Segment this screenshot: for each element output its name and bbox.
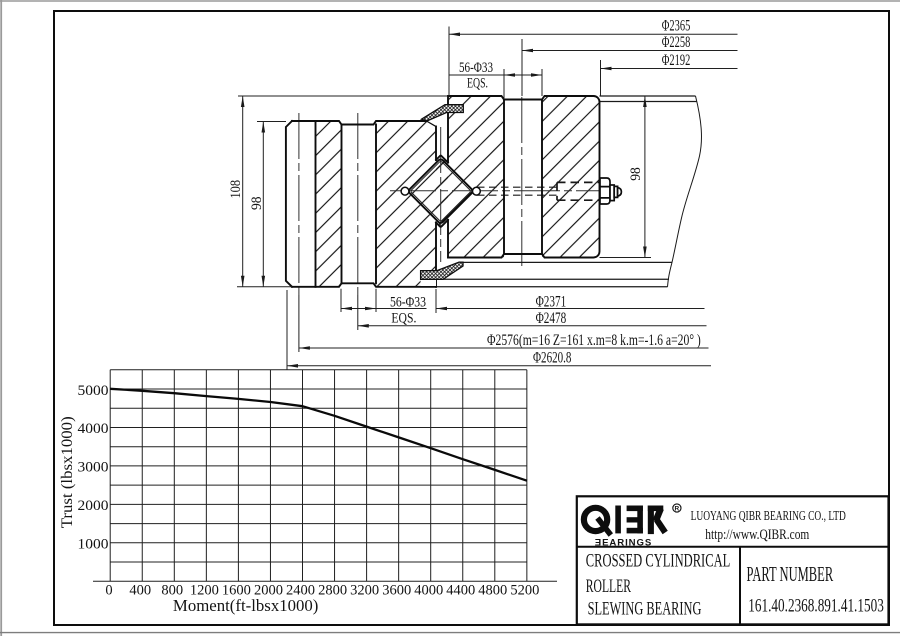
svg-text:Φ2620.8: Φ2620.8 bbox=[533, 350, 572, 367]
svg-text:PART NUMBER: PART NUMBER bbox=[747, 562, 834, 586]
svg-text:Φ2371: Φ2371 bbox=[536, 293, 567, 310]
svg-text:2400: 2400 bbox=[286, 583, 315, 599]
svg-text:3600: 3600 bbox=[382, 583, 411, 599]
svg-text:3200: 3200 bbox=[350, 583, 379, 599]
svg-text:108: 108 bbox=[228, 180, 244, 199]
svg-text:400: 400 bbox=[129, 583, 151, 599]
svg-text:R: R bbox=[675, 506, 680, 513]
svg-text:2000: 2000 bbox=[78, 498, 109, 514]
svg-text:2000: 2000 bbox=[254, 583, 283, 599]
svg-text:Φ2576(m=16 Z=161 x.m=8 k.m=-1.: Φ2576(m=16 Z=161 x.m=8 k.m=-1.6 a=20° ) bbox=[487, 332, 701, 349]
svg-text:Φ2192: Φ2192 bbox=[662, 52, 691, 69]
svg-text:1600: 1600 bbox=[222, 583, 251, 599]
svg-text:EQS.: EQS. bbox=[467, 76, 488, 92]
svg-text:56-Φ33: 56-Φ33 bbox=[390, 295, 426, 311]
svg-text:4000: 4000 bbox=[78, 421, 109, 437]
svg-text:ROLLER: ROLLER bbox=[586, 576, 631, 597]
svg-text:5200: 5200 bbox=[510, 583, 539, 599]
svg-text:5000: 5000 bbox=[78, 383, 109, 399]
svg-text:800: 800 bbox=[161, 583, 183, 599]
svg-text:161.40.2368.891.41.1503: 161.40.2368.891.41.1503 bbox=[748, 596, 884, 617]
svg-text:4000: 4000 bbox=[414, 583, 443, 599]
svg-text:3000: 3000 bbox=[78, 460, 109, 476]
svg-text:0: 0 bbox=[105, 583, 112, 599]
svg-text:Moment(ft-lbsx1000): Moment(ft-lbsx1000) bbox=[173, 596, 319, 615]
svg-text:EQS.: EQS. bbox=[391, 311, 416, 327]
svg-text:ƎEARINGS: ƎEARINGS bbox=[595, 537, 652, 548]
svg-text:1200: 1200 bbox=[190, 583, 219, 599]
svg-text:56-Φ33: 56-Φ33 bbox=[459, 60, 493, 76]
svg-text:98: 98 bbox=[628, 167, 644, 181]
svg-text:Φ2478: Φ2478 bbox=[536, 310, 567, 327]
svg-text:SLEWING BEARING: SLEWING BEARING bbox=[588, 598, 702, 619]
svg-text:98: 98 bbox=[249, 197, 265, 211]
svg-text:4800: 4800 bbox=[478, 583, 507, 599]
svg-text:http://www.QIBR.com: http://www.QIBR.com bbox=[705, 527, 810, 543]
svg-text:4400: 4400 bbox=[446, 583, 475, 599]
svg-text:Φ2365: Φ2365 bbox=[662, 17, 691, 34]
svg-text:1000: 1000 bbox=[78, 537, 109, 553]
svg-text:CROSSED CYLINDRICAL: CROSSED CYLINDRICAL bbox=[586, 551, 731, 572]
svg-text:2800: 2800 bbox=[318, 583, 347, 599]
svg-text:Φ2258: Φ2258 bbox=[662, 34, 691, 51]
svg-text:LUOYANG QIBR BEARING CO., LTD: LUOYANG QIBR BEARING CO., LTD bbox=[691, 509, 846, 524]
svg-text:Trust (lbsx1000): Trust (lbsx1000) bbox=[59, 416, 76, 528]
